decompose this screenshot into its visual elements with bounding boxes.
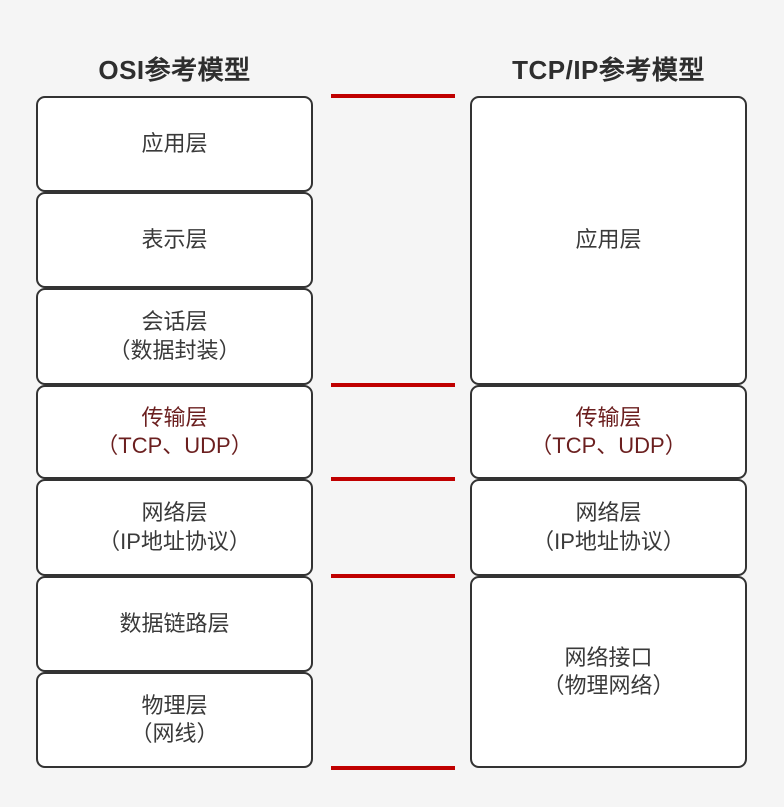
osi-layer-name: 表示层 [141, 226, 208, 252]
osi-layer-stack: 应用层表示层会话层（数据封装） 传输层 （TCP、UDP） 网络层（IP地址协议） 数据… [36, 96, 313, 768]
tcpip-layer-detail: （物理网络） [542, 673, 675, 698]
osi-layer-name: 物理层 [141, 692, 208, 718]
tcpip-layer-stack: 应用层传输层 （TCP、UDP） 网络层（IP地址协议） 网络接口 （物理网络） [470, 96, 747, 768]
tcpip-layer-box: 网络层（IP地址协议） [470, 479, 747, 576]
osi-layer-box: 应用层 [36, 96, 313, 192]
osi-layer-box: 物理层 （网线） [36, 672, 313, 768]
osi-layer-box: 数据链路层 [36, 576, 313, 672]
osi-layer-detail: （TCP、UDP） [96, 433, 253, 458]
osi-layer-detail: （网线） [130, 721, 219, 746]
tcpip-layer-box: 传输层 （TCP、UDP） [470, 385, 747, 479]
osi-column-title: OSI参考模型 [98, 55, 251, 85]
osi-layer-box: 会话层（数据封装） [36, 288, 313, 385]
tcpip-layer-box: 应用层 [470, 96, 747, 385]
tcpip-layer-detail: （TCP、UDP） [530, 433, 687, 458]
osi-layer-name: 会话层 [141, 309, 208, 335]
connector-line [331, 477, 455, 481]
osi-layer-name: 传输层 [141, 404, 208, 430]
tcpip-layer-name: 网络层 [575, 500, 642, 526]
connector-line [331, 766, 455, 770]
tcpip-layer-name: 传输层 [575, 404, 642, 430]
tcpip-layer-name: 应用层 [575, 227, 642, 253]
osi-layer-box: 网络层（IP地址协议） [36, 479, 313, 576]
osi-layer-name: 网络层 [141, 500, 208, 526]
tcpip-layer-box: 网络接口 （物理网络） [470, 576, 747, 768]
osi-layer-box: 传输层 （TCP、UDP） [36, 385, 313, 479]
tcpip-layer-name: 网络接口 [564, 644, 653, 670]
osi-layer-box: 表示层 [36, 192, 313, 288]
osi-layer-name: 应用层 [141, 130, 208, 156]
tcpip-layer-detail: （IP地址协议） [532, 528, 685, 554]
osi-layer-detail: （数据封装） [108, 337, 241, 363]
osi-layer-name: 数据链路层 [119, 610, 230, 636]
connector-line [331, 383, 455, 387]
connector-line [331, 574, 455, 578]
osi-layer-detail: （IP地址协议） [98, 528, 251, 554]
tcpip-column-title: TCP/IP参考模型 [512, 55, 705, 85]
connector-line [331, 94, 455, 98]
